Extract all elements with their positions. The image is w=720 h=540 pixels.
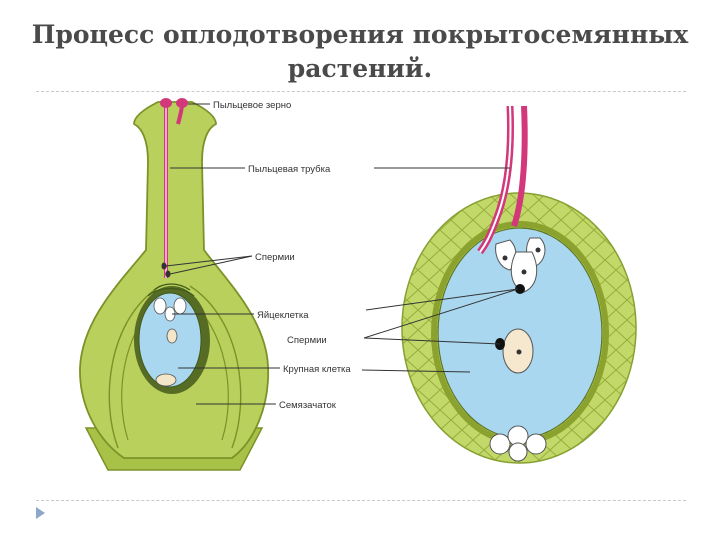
micropyle-arcs xyxy=(147,283,195,297)
sperm-left-2 xyxy=(165,270,171,278)
sperm-left-1 xyxy=(161,262,167,270)
pollen-tube-large-second xyxy=(511,105,528,227)
synergid-right xyxy=(173,297,187,315)
synergid-left xyxy=(153,297,167,315)
pollen-tube-large-inner xyxy=(479,105,512,253)
central-nucleus-small xyxy=(166,328,178,344)
leader-sperm-top-b xyxy=(169,255,253,275)
label-sperm-bottom: Спермии xyxy=(287,335,327,346)
antipodal-3 xyxy=(525,433,547,455)
leader-sperm-top-a xyxy=(165,255,253,267)
sperm-at-egg xyxy=(515,284,525,294)
pistil-figure xyxy=(79,98,270,471)
antipodal-cells xyxy=(155,373,177,387)
label-pollen-grain: Пыльцевое зерно xyxy=(213,100,291,111)
slide-title-line-1: Процесс оплодотворения покрытосемянных xyxy=(31,20,689,49)
leader-sperm-bottom-b xyxy=(363,337,501,345)
pollen-grain-2 xyxy=(176,98,188,108)
antipodal-1 xyxy=(489,433,511,455)
synergid-nucleus-2 xyxy=(535,247,541,253)
antipodal-4 xyxy=(508,442,528,462)
integument-outer xyxy=(108,285,242,449)
label-egg-cell: Яйцеклетка xyxy=(257,310,309,321)
top-divider xyxy=(36,91,686,92)
leader-sperm-bottom-a xyxy=(363,288,519,339)
label-pollen-tube: Пыльцевая трубка xyxy=(248,164,331,175)
synergid-large-1 xyxy=(495,239,517,271)
synergid-nucleus-1 xyxy=(502,255,508,261)
bottom-divider xyxy=(36,500,686,501)
central-cell-nucleolus xyxy=(516,349,522,355)
label-ovule: Семязачаток xyxy=(279,400,337,411)
slide-title: Процесс оплодотворения покрытосемянных р… xyxy=(0,18,720,86)
label-central-cell: Крупная клетка xyxy=(283,364,351,375)
egg-nucleus xyxy=(521,269,527,275)
pollen-grain-1 xyxy=(160,98,172,108)
pistil-body xyxy=(79,101,270,459)
leader-lines xyxy=(165,103,519,405)
leader-central-cell-right xyxy=(361,369,471,373)
bullet-triangle-icon xyxy=(36,507,45,519)
slide-title-line-2: растений. xyxy=(287,54,433,83)
leader-egg-right xyxy=(365,288,519,311)
ovule-figure xyxy=(401,105,637,464)
label-sperm-top: Спермии xyxy=(255,252,295,263)
